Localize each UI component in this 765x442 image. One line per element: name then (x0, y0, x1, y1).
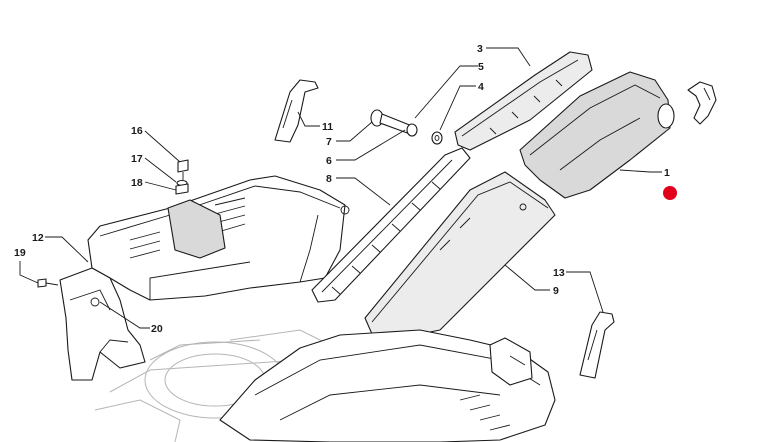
part-1-chute-housing (519, 71, 675, 199)
part-20-lower-bracket (59, 267, 146, 381)
callout-3: 3 (477, 43, 483, 55)
part-3-upper-channel (454, 51, 593, 151)
callout-8: 8 (326, 173, 332, 185)
part-11-bracket (274, 79, 319, 143)
part-12-side-housing (87, 175, 350, 301)
callout-4: 4 (478, 81, 484, 93)
bolt-set-4-5-6-7 (370, 109, 443, 145)
mower-deck-background (94, 329, 331, 442)
part-8-side-rail (311, 147, 471, 303)
callout-20: 20 (151, 323, 163, 335)
callout-11: 11 (322, 121, 333, 133)
callout-16: 16 (131, 125, 143, 137)
screw-set-16-17-18 (175, 159, 189, 195)
part-19-screw (37, 278, 59, 288)
part-9-center-guide (364, 171, 556, 339)
callout-19: 19 (14, 247, 26, 259)
callout-13: 13 (553, 267, 565, 279)
callout-1: 1 (664, 167, 670, 179)
callout-5: 5 (478, 61, 484, 73)
leader-lines (19, 47, 662, 329)
callout-7: 7 (326, 136, 332, 148)
callout-12: 12 (32, 232, 44, 244)
callout-9: 9 (553, 285, 559, 297)
highlight-marker-dot[interactable] (663, 186, 677, 200)
callout-17: 17 (131, 153, 143, 165)
callout-6: 6 (326, 155, 332, 167)
part-1-clip (687, 81, 717, 125)
callout-18: 18 (131, 177, 143, 189)
callout-labels: 3 5 4 11 7 6 8 16 17 18 12 19 20 13 9 1 (14, 43, 670, 335)
lower-front-assembly (219, 329, 556, 442)
part-13-bracket (579, 311, 615, 379)
